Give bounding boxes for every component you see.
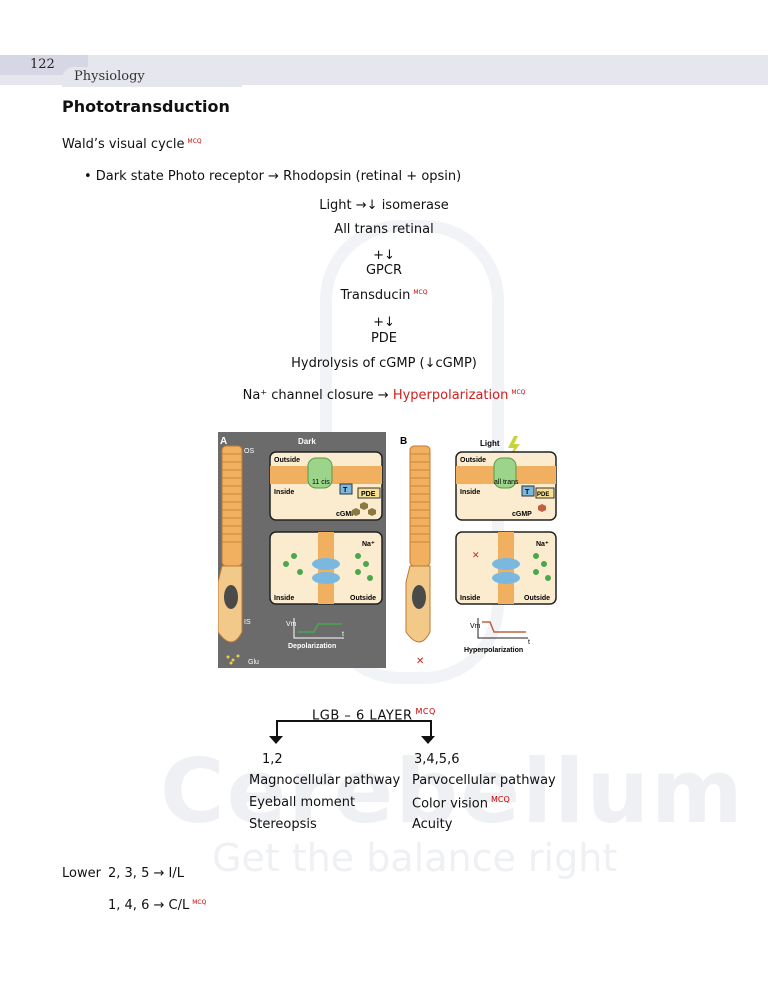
hydrolysis-cgmp: Hydrolysis of cGMP (↓cGMP) <box>291 356 477 371</box>
svg-text:PDE: PDE <box>361 491 376 498</box>
pde: PDE <box>370 331 398 346</box>
rhodopsin-a <box>307 457 333 489</box>
phototransduction-figure: A Dark OS IS Glu Outside Inside 11 cis T… <box>218 432 557 668</box>
nucleus-b <box>412 585 426 609</box>
nucleus-a <box>224 585 238 609</box>
lower-line-1: 2, 3, 5 → I/L <box>108 866 184 881</box>
chapter-tab <box>62 67 242 87</box>
svg-text:Na⁺: Na⁺ <box>536 541 549 548</box>
svg-text:t: t <box>342 631 344 638</box>
chapter-title: Physiology <box>74 69 145 84</box>
all-trans-retinal: All trans retinal <box>334 222 434 237</box>
svg-text:Inside: Inside <box>460 595 480 602</box>
svg-text:PDE: PDE <box>537 492 549 498</box>
lower-label: Lower <box>62 866 101 881</box>
svg-text:cGMP: cGMP <box>512 511 532 518</box>
page-number: 122 <box>30 57 55 72</box>
svg-text:Inside: Inside <box>460 489 480 496</box>
rod-outer-segment-b <box>409 445 431 567</box>
svg-text:Inside: Inside <box>274 595 294 602</box>
lgb-left-item: Eyeball moment <box>249 795 356 810</box>
mcq-tag: MCQ <box>187 137 202 145</box>
lgb-bracket <box>276 720 432 740</box>
lgb-left-item: Magnocellular pathway <box>249 773 401 788</box>
svg-text:Vm: Vm <box>470 623 481 630</box>
arrow-down-right-icon <box>421 736 435 744</box>
svg-text:✕: ✕ <box>416 656 424 667</box>
svg-text:IS: IS <box>244 619 251 626</box>
dark-state-bullet: • Dark state Photo receptor → Rhodopsin … <box>84 169 462 184</box>
svg-text:Outside: Outside <box>274 457 300 464</box>
svg-text:A: A <box>220 436 227 447</box>
lgb-left-layers: 1,2 <box>262 752 283 767</box>
section-title: Phototransduction <box>62 97 230 116</box>
svg-text:Inside: Inside <box>274 489 294 496</box>
hyperpolarization-text: Hyperpolarization <box>392 388 509 403</box>
lgb-right-item: Parvocellular pathway <box>412 773 556 788</box>
svg-text:OS: OS <box>244 448 254 455</box>
svg-text:Dark: Dark <box>298 437 316 446</box>
watermark-brand: Cerebellum <box>160 740 745 843</box>
lgb-left-item: Stereopsis <box>249 817 317 832</box>
watermark-tagline: Get the balance right <box>212 836 618 880</box>
svg-text:B: B <box>400 436 407 447</box>
svg-text:Outside: Outside <box>524 595 550 602</box>
lgb-right-layers: 3,4,5,6 <box>414 752 460 767</box>
svg-text:11 cis: 11 cis <box>312 479 330 486</box>
arrow-down-left-icon <box>269 736 283 744</box>
svg-text:T: T <box>525 489 530 496</box>
svg-text:Outside: Outside <box>350 595 376 602</box>
svg-text:t: t <box>528 639 530 646</box>
svg-text:T: T <box>343 487 348 494</box>
svg-text:Light: Light <box>480 439 500 448</box>
lgb-right-item: Acuity <box>412 817 453 832</box>
rod-outer-segment-a <box>221 445 243 567</box>
plus-down-arrow-2: +↓ <box>373 315 395 330</box>
gpcr: GPCR <box>365 263 403 278</box>
svg-text:Vm: Vm <box>286 621 297 628</box>
svg-text:✕: ✕ <box>472 550 480 560</box>
plus-down-arrow-1: +↓ <box>373 248 395 263</box>
svg-text:cGMP: cGMP <box>336 511 356 518</box>
light-isomerase: Light →↓ isomerase <box>319 198 449 213</box>
svg-text:Na⁺: Na⁺ <box>362 541 375 548</box>
svg-text:Glu: Glu <box>248 659 259 666</box>
svg-text:Depolarization: Depolarization <box>288 643 336 650</box>
svg-text:Outside: Outside <box>460 457 486 464</box>
rhodopsin-b <box>493 457 517 489</box>
svg-text:Hyperpolarization: Hyperpolarization <box>464 647 523 654</box>
svg-text:all trans: all trans <box>494 479 519 486</box>
